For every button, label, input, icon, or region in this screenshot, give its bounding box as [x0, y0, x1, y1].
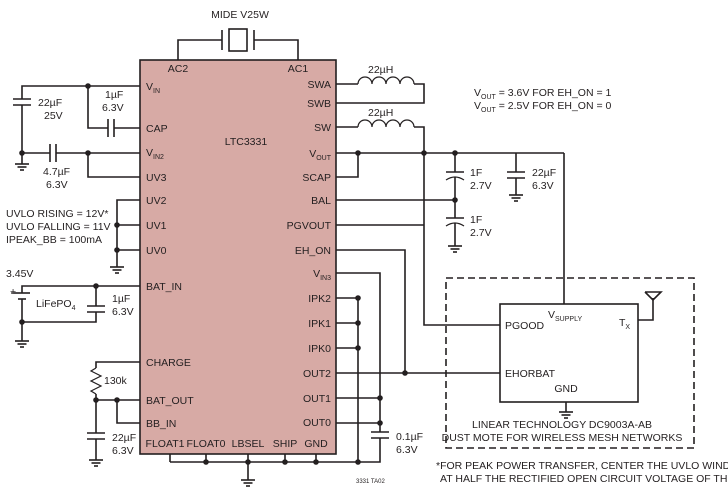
mote-caption-1: LINEAR TECHNOLOGY DC9003A-AB [472, 419, 652, 431]
pin-ac2: AC2 [168, 63, 189, 75]
pin-ship: SHIP [273, 438, 298, 450]
mote-module [499, 303, 639, 403]
pin-out1: OUT1 [303, 393, 331, 405]
pin-uv2: UV2 [146, 195, 167, 207]
left-pin-labels: VIN CAP VIN2 UV3 UV2 UV1 UV0 BAT_IN CHAR… [146, 81, 194, 430]
pin-float0: FLOAT0 [187, 438, 226, 450]
c-vin-voltage: 25V [44, 110, 63, 122]
vout-note-1: VOUT = 3.6V FOR EH_ON = 1 [474, 87, 612, 101]
pin-vin2: VIN2 [146, 147, 164, 161]
c-bal-bot-value: 1F [470, 214, 482, 226]
antenna-icon [638, 291, 663, 321]
c-bal-top-voltage: 2.7V [470, 180, 492, 192]
battery-plus: + [10, 286, 16, 298]
footnote-1: *FOR PEAK POWER TRANSFER, CENTER THE UVL… [436, 460, 728, 472]
c-out-voltage: 6.3V [396, 444, 418, 456]
right-pin-labels: SWA SWB SW VOUT SCAP BAL PGVOUT EH_ON VI… [287, 79, 332, 429]
right-wiring [169, 76, 565, 487]
pin-uv3: UV3 [146, 172, 167, 184]
c-cap-voltage: 6.3V [102, 102, 124, 114]
r-charge-value: 130k [104, 375, 128, 387]
c-bb-voltage: 6.3V [112, 445, 134, 457]
pin-vin: VIN [146, 81, 160, 95]
c-vin2-voltage: 6.3V [46, 179, 68, 191]
figure-id: 3331 TA02 [356, 479, 385, 485]
mote-pgood: PGOOD [505, 320, 545, 332]
c-vin-value: 22µF [38, 97, 62, 109]
c-vout-value: 22µF [532, 167, 556, 179]
pin-out2: OUT2 [303, 368, 331, 380]
pin-ipk1: IPK1 [308, 318, 331, 330]
mote-tx: TX [619, 317, 630, 331]
footnote-2: AT HALF THE RECTIFIED OPEN CIRCUIT VOLTA… [440, 473, 728, 485]
mote-vsupply: VSUPPLY [548, 309, 582, 323]
c-bal-top-value: 1F [470, 167, 482, 179]
c-vin2-value: 4.7µF [43, 166, 70, 178]
piezo-label: MIDE V25W [211, 9, 269, 21]
pin-vin3: VIN3 [313, 268, 331, 282]
c-bat-voltage: 6.3V [112, 306, 134, 318]
pin-uv1: UV1 [146, 220, 167, 232]
ic-body [139, 59, 337, 455]
l-sw-value: 22µH [368, 107, 393, 119]
pin-sw: SW [314, 122, 331, 134]
piezo-crystal [177, 28, 299, 60]
pin-ipk0: IPK0 [308, 343, 331, 355]
mote-dashed-box [445, 277, 695, 449]
uvlo-rising: UVLO RISING = 12V* [6, 208, 108, 220]
vout-note-2: VOUT = 2.5V FOR EH_ON = 0 [474, 100, 612, 114]
battery-voltage: 3.45V [6, 268, 33, 280]
uvlo-falling: UVLO FALLING = 11V [6, 221, 111, 233]
pin-bal: BAL [311, 195, 331, 207]
pin-bat-in: BAT_IN [146, 281, 182, 293]
pin-ac1: AC1 [288, 63, 309, 75]
c-bal-bot-voltage: 2.7V [470, 227, 492, 239]
pin-out0: OUT0 [303, 417, 331, 429]
pin-bb-in: BB_IN [146, 418, 176, 430]
pin-uv0: UV0 [146, 245, 167, 257]
pin-cap: CAP [146, 123, 168, 135]
c-bb-value: 22µF [112, 432, 136, 444]
pin-vout: VOUT [309, 148, 332, 162]
bottom-pin-labels: FLOAT1 FLOAT0 LBSEL SHIP GND [146, 438, 329, 450]
mote-gnd: GND [554, 383, 578, 395]
l-swa-value: 22µH [368, 64, 393, 76]
battery-name: LiFePO4 [36, 298, 76, 312]
pin-bat-out: BAT_OUT [146, 395, 194, 407]
mote-caption-2: DUST MOTE FOR WIRELESS MESH NETWORKS [442, 432, 683, 444]
pin-float1: FLOAT1 [146, 438, 185, 450]
c-bat-value: 1µF [112, 293, 130, 305]
c-cap-value: 1µF [105, 89, 123, 101]
pin-lbsel: LBSEL [232, 438, 265, 450]
left-wiring: + [10, 83, 140, 467]
ic-name: LTC3331 [225, 136, 268, 148]
pin-eh-on: EH_ON [295, 245, 331, 257]
pin-charge: CHARGE [146, 357, 191, 369]
pin-ipk2: IPK2 [308, 293, 331, 305]
c-vout-voltage: 6.3V [532, 180, 554, 192]
mote-ehorbat: EHORBAT [505, 368, 556, 380]
pin-swa: SWA [307, 79, 331, 91]
c-out-value: 0.1µF [396, 431, 423, 443]
ipeak-bb: IPEAK_BB = 100mA [6, 234, 102, 246]
pin-gnd: GND [304, 438, 328, 450]
pin-pgvout: PGVOUT [287, 220, 332, 232]
pin-swb: SWB [307, 98, 331, 110]
pin-scap: SCAP [302, 172, 331, 184]
